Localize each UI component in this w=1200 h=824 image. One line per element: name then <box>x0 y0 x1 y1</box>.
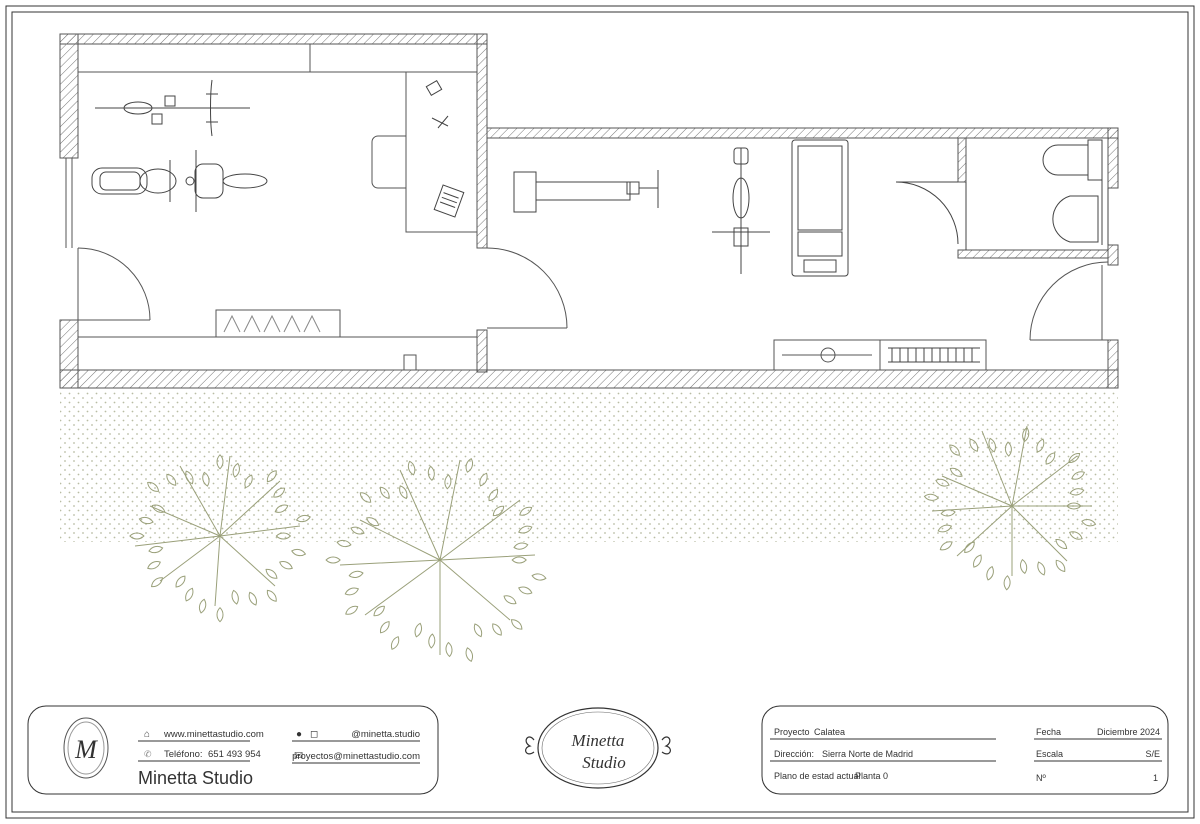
tree-leaf <box>290 547 307 558</box>
connecting-door <box>486 247 568 329</box>
tree-leaf <box>277 558 295 572</box>
tree-leaf <box>377 619 392 636</box>
tree-leaf <box>517 584 534 597</box>
exercise-bike <box>712 147 770 274</box>
bench-press <box>513 170 659 213</box>
tree-leaf <box>145 558 163 572</box>
scale-value: S/E <box>1145 749 1160 759</box>
desk-objects <box>425 79 465 218</box>
tree-leaf <box>1018 558 1029 575</box>
tree-leaf <box>264 587 280 604</box>
plan-value: Planta 0 <box>855 771 888 781</box>
tree-leaf <box>325 556 341 564</box>
tree-leaf <box>463 646 475 663</box>
storage-door <box>1029 261 1109 341</box>
tree-leaf <box>1003 575 1011 591</box>
logo-line-2: Studio <box>582 753 625 772</box>
phone-icon: ✆ <box>144 749 152 759</box>
tree-leaf <box>173 573 188 590</box>
tree-leaf <box>444 641 454 658</box>
date-label: Fecha <box>1036 727 1061 737</box>
tree-leaf <box>1035 560 1048 577</box>
instagram-icon: ◻ <box>310 729 318 740</box>
phone-number: 651 493 954 <box>208 749 261 760</box>
tree-leaf <box>531 572 547 582</box>
tree-leaf <box>984 565 996 582</box>
email-text: proyectos@minettastudio.com <box>292 751 420 762</box>
tree-leaf <box>149 574 165 590</box>
logo-line-1: Minetta <box>571 731 625 750</box>
title-block: Proyecto Calatea Dirección: Sierra Norte… <box>761 705 1169 795</box>
gravel-area <box>60 390 1118 542</box>
tree-leaf <box>348 569 365 580</box>
website-icon: ⌂ <box>144 729 150 740</box>
entry-door-left <box>77 247 151 321</box>
number-value: 1 <box>1153 773 1158 783</box>
tree-leaf <box>197 598 208 615</box>
tree-leaf <box>511 556 527 564</box>
tree-leaf <box>343 585 360 598</box>
walls <box>59 33 1119 389</box>
project-label: Proyecto <box>774 727 810 737</box>
sheet-border-inner <box>11 11 1189 813</box>
sheet-border-outer <box>5 5 1195 819</box>
tree-leaf <box>501 593 519 607</box>
plan-label: Plano de estad actual <box>774 771 861 781</box>
bathroom <box>895 139 1109 250</box>
tree-leaf <box>508 616 525 632</box>
bicycle <box>95 79 250 137</box>
tree-leaf <box>512 541 529 551</box>
tree-leaf <box>230 589 241 606</box>
tree-leaf <box>343 603 360 618</box>
monogram: M <box>74 735 98 764</box>
pinterest-icon: ● <box>296 729 302 740</box>
social-handle: @minetta.studio <box>351 729 420 740</box>
tree-leaf <box>962 539 977 556</box>
tree-leaf <box>1053 558 1068 574</box>
studio-box: M ⌂ www.minettastudio.com ✆ Teléfono: 65… <box>27 705 439 795</box>
website-text: www.minettastudio.com <box>163 729 264 740</box>
tree-1 <box>134 455 301 607</box>
tree-leaf <box>427 633 436 649</box>
tree-leaf <box>371 603 387 619</box>
tree-leaf <box>412 622 424 639</box>
tree-leaf <box>388 634 402 652</box>
number-label: Nº <box>1036 773 1046 783</box>
motorbike <box>91 150 268 212</box>
tree-leaf <box>216 607 224 623</box>
tree-leaf <box>471 622 485 639</box>
tree-2 <box>339 459 536 655</box>
tree-leaf <box>970 553 984 570</box>
project-value: Calatea <box>814 727 845 737</box>
scale-label: Escala <box>1036 749 1063 759</box>
tree-leaf <box>183 586 196 603</box>
monogram-frame <box>63 717 109 779</box>
tree-leaf <box>147 544 164 555</box>
treadmill <box>791 139 849 277</box>
address-label: Dirección: <box>774 749 814 759</box>
radiator <box>888 347 980 363</box>
tree-3 <box>931 425 1092 576</box>
email-icon: ✉ <box>294 750 303 762</box>
floor-plan <box>59 33 1119 389</box>
studio-name: Minetta Studio <box>138 768 253 788</box>
tree-leaf <box>246 590 260 607</box>
phone-label: Teléfono: <box>164 749 203 760</box>
address-value: Sierra Norte de Madrid <box>822 749 913 759</box>
tree-leaf <box>489 621 505 638</box>
date-value: Diciembre 2024 <box>1097 727 1160 737</box>
studio-logo: Minetta Studio <box>525 707 671 789</box>
